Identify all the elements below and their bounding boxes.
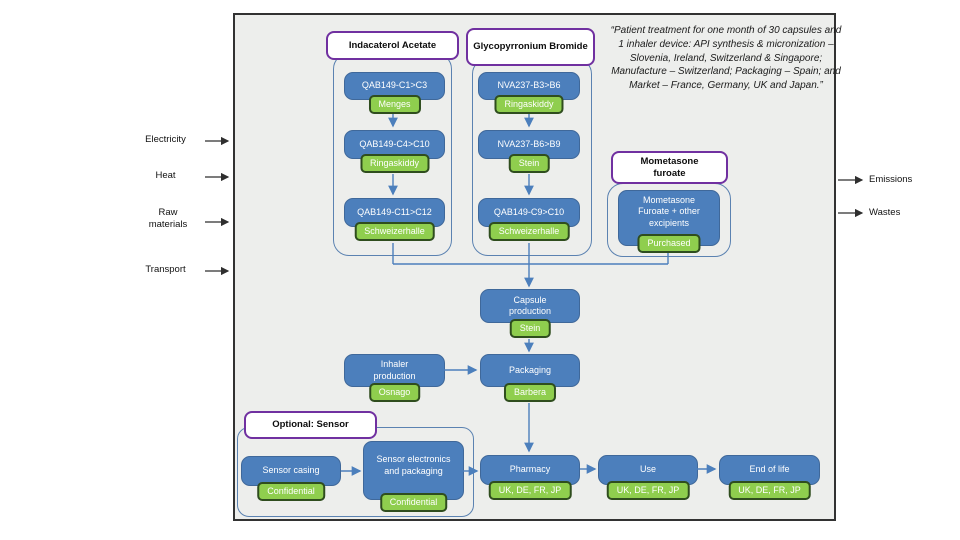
node-label: Capsule production	[508, 294, 552, 316]
input-label-raw-materials: Raw materials	[148, 207, 188, 230]
node-label: QAB149-C1>C3	[361, 80, 428, 91]
node-label: NVA237-B6>B9	[497, 138, 561, 149]
node-qab149-c4-c10: QAB149-C4>C10 Ringaskiddy	[344, 130, 445, 173]
node-label: End of life	[749, 464, 790, 475]
node-label: Packaging	[508, 364, 552, 375]
site-label-barbera: Barbera	[503, 383, 557, 402]
node-end-of-life: End of life UK, DE, FR, JP	[719, 455, 820, 500]
site-label-ringaskiddy: Ringaskiddy	[359, 154, 430, 173]
site-label-confidential: Confidential	[257, 482, 325, 501]
node-nva237-b6-b9: NVA237-B6>B9 Stein	[478, 130, 580, 173]
node-mometasone-excipients: Mometasone Furoate + other excipients Pu…	[618, 190, 720, 253]
node-qab149-c9-c10: QAB149-C9>C10 Schweizerhalle	[478, 198, 580, 241]
node-label: QAB149-C11>C12	[357, 206, 432, 217]
functional-unit-quote: “Patient treatment for one month of 30 c…	[610, 25, 842, 92]
node-packaging: Packaging Barbera	[480, 354, 580, 402]
node-qab149-c1-c3: QAB149-C1>C3 Menges	[344, 72, 445, 114]
node-label: Use	[639, 464, 656, 475]
node-label: Inhaler production	[373, 359, 416, 381]
node-qab149-c11-c12: QAB149-C11>C12 Schweizerhalle	[344, 198, 445, 241]
input-label-heat: Heat	[155, 170, 176, 181]
output-label-wastes: Wastes	[869, 207, 901, 218]
node-label: QAB149-C9>C10	[493, 206, 565, 217]
site-label-schweizerhalle: Schweizerhalle	[354, 222, 435, 241]
glycopyrronium-group-header: Glycopyrronium Bromide	[466, 28, 595, 66]
node-capsule-production: Capsule production Stein	[480, 289, 580, 338]
output-label-emissions: Emissions	[869, 174, 913, 185]
site-label-confidential: Confidential	[379, 493, 448, 512]
node-label: Mometasone Furoate + other excipients	[638, 195, 700, 228]
site-label-ringaskiddy: Ringaskiddy	[494, 95, 564, 114]
mometasone-group-header: Mometasone furoate	[611, 151, 728, 184]
site-label-osnago: Osnago	[368, 383, 421, 402]
node-label: QAB149-C4>C10	[359, 138, 430, 149]
site-label-markets: UK, DE, FR, JP	[606, 481, 690, 500]
node-sensor-electronics: Sensor electronics and packaging Confide…	[363, 441, 464, 512]
node-nva237-b3-b6: NVA237-B3>B6 Ringaskiddy	[478, 72, 580, 114]
node-label: NVA237-B3>B6	[497, 80, 561, 91]
node-sensor-casing: Sensor casing Confidential	[241, 456, 341, 501]
site-label-markets: UK, DE, FR, JP	[488, 481, 572, 500]
node-pharmacy: Pharmacy UK, DE, FR, JP	[480, 455, 580, 500]
node-inhaler-production: Inhaler production Osnago	[344, 354, 445, 402]
site-label-schweizerhalle: Schweizerhalle	[488, 222, 570, 241]
site-label-stein: Stein	[508, 154, 550, 173]
input-label-transport: Transport	[145, 264, 186, 275]
site-label-purchased: Purchased	[637, 234, 701, 253]
node-use: Use UK, DE, FR, JP	[598, 455, 698, 500]
input-label-electricity: Electricity	[145, 134, 186, 145]
site-label-menges: Menges	[368, 95, 421, 114]
node-label: Sensor electronics and packaging	[376, 454, 451, 476]
node-label: Pharmacy	[509, 464, 551, 475]
site-label-markets: UK, DE, FR, JP	[728, 481, 811, 500]
sensor-group-header: Optional: Sensor	[244, 411, 377, 439]
indacaterol-group-header: Indacaterol Acetate	[326, 31, 459, 60]
node-label: Sensor casing	[262, 465, 320, 476]
site-label-stein: Stein	[509, 319, 551, 338]
